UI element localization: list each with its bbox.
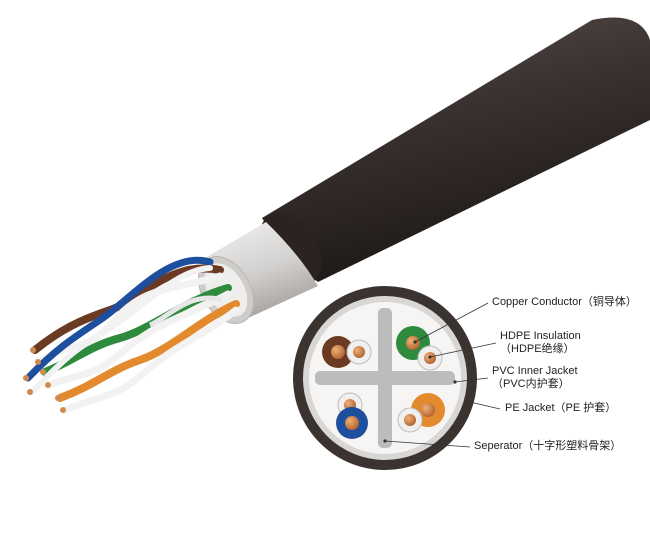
pvc-inner-jacket-label: PVC Inner Jacket （PVC内护套） [492, 365, 578, 390]
copper-conductor-label: Copper Conductor（铜导体） [492, 296, 637, 308]
hdpe-insulation-label: HDPE Insulation （HDPE绝缘） [500, 330, 581, 355]
twisted-pairs [23, 256, 240, 414]
pe-jacket-label: PE Jacket（PE 护套） [505, 402, 617, 414]
separator-label: Seperator（十字形塑料骨架） [474, 440, 622, 452]
cross-section [293, 286, 477, 470]
copper-conductor [406, 336, 420, 350]
leader-lines [384, 302, 501, 448]
outer-jacket [258, 17, 650, 288]
